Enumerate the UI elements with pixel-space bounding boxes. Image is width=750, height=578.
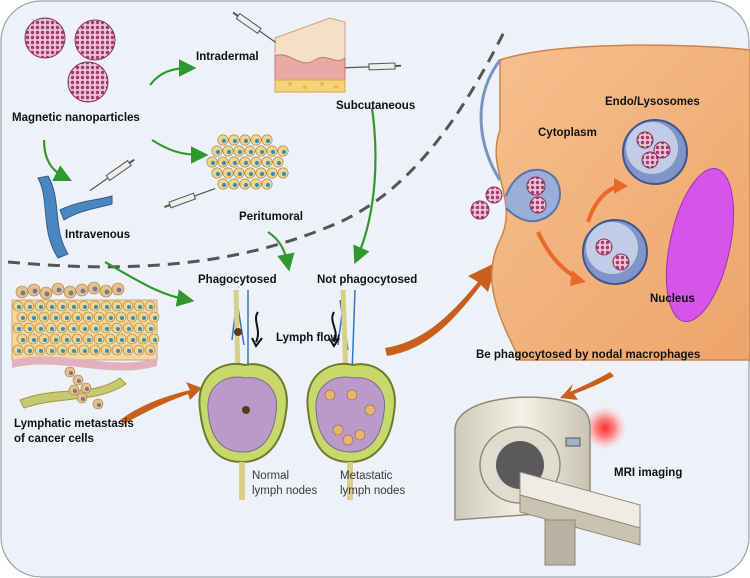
macrophage-cell-icon: [470, 44, 750, 361]
be-phagocytosed-label: Be phagocytosed by nodal macrophages: [476, 349, 701, 361]
metastatic-lymph-nodes-label-line1: Metastatic: [340, 470, 393, 482]
skin-layers-icon: [274, 17, 346, 93]
subcutaneous-label: Subcutaneous: [336, 100, 416, 112]
dashed-divider: [7, 29, 507, 269]
orange-flow-arrows: [120, 262, 614, 424]
metastatic-lymph-node-icon: [306, 289, 396, 500]
lymph-flow-label: Lymph flow: [276, 332, 340, 344]
intradermal-label: Intradermal: [196, 51, 259, 63]
endo-lysosomes-label: Endo/Lysosomes: [605, 96, 700, 108]
metastatic-lymph-nodes-label-line2: lymph nodes: [340, 485, 406, 497]
mri-scanner-icon: [454, 396, 641, 566]
normal-lymph-nodes-label-line2: lymph nodes: [252, 485, 318, 497]
not-phagocytosed-label: Not phagocytosed: [317, 274, 418, 286]
lymphatic-metastasis-label-line2: of cancer cells: [14, 433, 94, 445]
phagocytosed-label: Phagocytosed: [198, 274, 277, 286]
nanoparticle-cluster-icon: [24, 17, 116, 103]
peritumoral-label: Peritumoral: [239, 211, 303, 223]
mri-imaging-label: MRI imaging: [614, 467, 683, 479]
mri-signal-glow-icon: [583, 406, 627, 450]
intravenous-label: Intravenous: [65, 229, 131, 241]
cytoplasm-label: Cytoplasm: [538, 127, 597, 139]
nucleus-label: Nucleus: [650, 293, 695, 305]
tumor-icon: [206, 134, 289, 190]
magnetic-nanoparticles-label: Magnetic nanoparticles: [12, 112, 140, 124]
normal-lymph-nodes-label-line1: Normal: [252, 470, 290, 482]
syringe-icon: [89, 11, 402, 209]
tumor-tissue-icon: [11, 281, 160, 410]
normal-lymph-node-icon: [198, 289, 288, 500]
green-flow-arrows: [42, 59, 377, 307]
lymphatic-metastasis-label-line1: Lymphatic metastasis: [14, 418, 134, 430]
lymph-flow-arrows: [251, 311, 340, 348]
nucleus-shape: [665, 167, 735, 323]
vein-icon: [37, 175, 113, 259]
